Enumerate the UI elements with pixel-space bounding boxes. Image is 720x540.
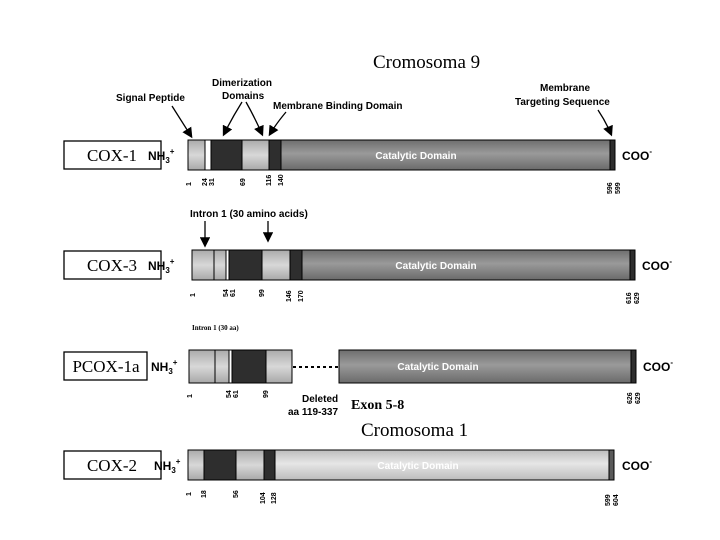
cox2-tick: 599 xyxy=(605,494,612,506)
cox3-row: COX-3 NH3+ Catalytic Domain COO- 1 54 61… xyxy=(63,249,672,304)
cox1-targeting-sequence xyxy=(609,139,616,171)
cox2-name-box xyxy=(63,450,162,480)
cox2-dimerization-domain xyxy=(203,449,237,481)
pcox1a-row: PCOX-1a NH3+ Catalytic Domain COO- Delet… xyxy=(63,349,673,418)
cox2-membrane-binding-domain xyxy=(235,449,265,481)
pcox1a-tick: 61 xyxy=(233,390,240,398)
cox2-residue-ticks: 1 18 56 104 128 599 604 xyxy=(186,490,620,506)
cox1-tick: 140 xyxy=(278,174,285,186)
cox1-name: COX-1 xyxy=(87,146,137,165)
pcox1a-deleted-range: aa 119-337 xyxy=(288,407,338,418)
pcox1a-exon-label: Exon 5-8 xyxy=(351,398,404,413)
cox3-tick: 629 xyxy=(634,292,641,304)
pcox1a-residue-ticks: 1 54 61 99 626 629 xyxy=(187,390,642,404)
cox3-tick: 1 xyxy=(190,293,197,297)
cox2-tick: 56 xyxy=(233,490,240,498)
cox3-n-terminus: NH3+ xyxy=(148,257,175,275)
chromosome-1-title: Cromosoma 1 xyxy=(361,420,468,441)
pcox1a-c-terminus: COO- xyxy=(643,358,673,374)
cox3-intron-arrows xyxy=(199,221,274,248)
cox3-tick: 54 xyxy=(223,289,230,297)
pcox1a-name-box xyxy=(63,351,148,381)
cox1-segment xyxy=(204,139,212,171)
cox3-tick: 146 xyxy=(286,290,293,302)
cox1-dimerization-domain-2 xyxy=(268,139,282,171)
cox3-catalytic-domain xyxy=(301,249,631,281)
cox2-name: COX-2 xyxy=(87,456,137,475)
pcox1a-tick: 99 xyxy=(263,390,270,398)
cox2-signal-peptide xyxy=(187,449,205,481)
cox3-c-terminus: COO- xyxy=(642,257,672,273)
cox2-catalytic-label: Catalytic Domain xyxy=(377,461,458,472)
cox3-tick: 170 xyxy=(298,290,305,302)
cox3-membrane-binding-domain xyxy=(261,249,291,281)
cox3-targeting-sequence xyxy=(629,249,636,281)
pcox1a-tick: 1 xyxy=(187,394,194,398)
cox1-tick: 69 xyxy=(240,178,247,186)
dimerization-label-2: Domains xyxy=(222,91,265,102)
cox3-tick: 616 xyxy=(626,292,633,304)
cox1-tick: 31 xyxy=(209,178,216,186)
pcox1a-deleted-label: Deleted xyxy=(302,394,338,405)
cox1-row: COX-1 NH3+ Catalytic Domain COO- 1 24 31… xyxy=(63,139,652,194)
cox3-residue-ticks: 1 54 61 99 146 170 616 629 xyxy=(190,289,641,304)
cox3-name: COX-3 xyxy=(87,256,137,275)
membrane-targeting-label-2: Targeting Sequence xyxy=(515,97,610,108)
cox1-dimerization-domain xyxy=(210,139,243,171)
chromosome-9-title: Cromosoma 9 xyxy=(373,52,480,73)
pcox1a-catalytic-domain xyxy=(338,349,632,384)
cox1-tick: 116 xyxy=(266,175,273,186)
pcox1a-intron-segment xyxy=(214,349,230,384)
cox2-dimerization-domain-2 xyxy=(263,449,276,481)
cox3-tick: 61 xyxy=(230,289,237,297)
cox3-name-box xyxy=(63,250,162,280)
pcox1a-tick: 626 xyxy=(627,392,634,404)
cox1-residue-ticks: 1 24 31 69 116 140 596 599 xyxy=(186,174,622,194)
cox1-tick: 599 xyxy=(615,182,622,194)
cox3-dimerization-domain-2 xyxy=(289,249,303,281)
cox3-catalytic-label: Catalytic Domain xyxy=(395,261,476,272)
cox3-signal-peptide xyxy=(191,249,215,281)
cox1-tick: 596 xyxy=(607,182,614,194)
cox3-dimerization-domain xyxy=(228,249,263,281)
membrane-binding-label: Membrane Binding Domain xyxy=(273,101,402,112)
cox3-tick: 99 xyxy=(259,289,266,297)
cox1-membrane-binding-domain xyxy=(241,139,270,171)
pcox1a-name: PCOX-1a xyxy=(72,357,140,376)
cox2-tick: 128 xyxy=(271,492,278,504)
cox2-catalytic-domain xyxy=(274,449,610,481)
cox3-intron-label: Intron 1 (30 amino acids) xyxy=(190,209,308,220)
pcox1a-dimerization-domain xyxy=(231,349,267,384)
cox2-row: COX-2 NH3+ Catalytic Domain COO- 1 18 56… xyxy=(63,449,652,506)
cox1-tick: 24 xyxy=(202,178,209,186)
cox2-tick: 604 xyxy=(613,494,620,506)
signal-peptide-label: Signal Peptide xyxy=(116,93,185,104)
cox2-n-terminus: NH3+ xyxy=(154,457,181,475)
pcox1a-tick: 629 xyxy=(635,392,642,404)
pcox1a-n-terminus: NH3+ xyxy=(151,358,178,376)
cox2-terminal-segment xyxy=(608,449,615,481)
pcox-intron-label: Intron 1 (30 aa) xyxy=(192,324,239,332)
cox1-tick: 1 xyxy=(186,182,193,186)
annotation-arrows xyxy=(171,101,613,139)
cox1-name-box xyxy=(63,140,162,170)
cox2-tick: 104 xyxy=(260,492,267,504)
pcox1a-catalytic-label: Catalytic Domain xyxy=(397,362,478,373)
cox1-signal-peptide xyxy=(187,139,206,171)
pcox1a-membrane-binding-domain xyxy=(265,349,293,384)
dimerization-label: Dimerization xyxy=(212,78,272,89)
cox2-tick: 1 xyxy=(186,492,193,496)
cox2-tick: 18 xyxy=(201,490,208,498)
pcox1a-signal-peptide xyxy=(188,349,216,384)
cox3-intron-segment xyxy=(213,249,227,281)
cox1-c-terminus: COO- xyxy=(622,147,652,163)
membrane-targeting-label: Membrane xyxy=(540,83,590,94)
cox1-catalytic-domain xyxy=(280,139,611,171)
cox1-catalytic-label: Catalytic Domain xyxy=(375,151,456,162)
cox1-n-terminus: NH3+ xyxy=(148,147,175,165)
cox2-c-terminus: COO- xyxy=(622,457,652,473)
pcox1a-targeting-sequence xyxy=(630,349,637,384)
pcox1a-tick: 54 xyxy=(226,390,233,398)
